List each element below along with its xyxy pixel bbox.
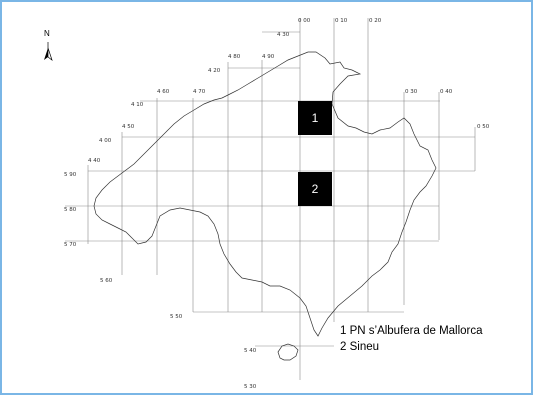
square-2-fill <box>298 172 332 206</box>
southern-islet-coastline <box>277 343 299 361</box>
tick-0-30: 0 30 <box>405 89 418 95</box>
tick-5-60: 5 60 <box>100 278 113 284</box>
coordinate-ticks: 0 00 0 10 0 20 0 30 0 40 0 50 4 30 4 20 … <box>64 18 490 390</box>
tick-5-80: 5 80 <box>64 207 77 213</box>
tick-4-50: 4 50 <box>122 124 135 130</box>
tick-5-40: 5 40 <box>244 348 257 354</box>
tick-4-20: 4 20 <box>208 68 221 74</box>
tick-4-70: 4 70 <box>193 89 206 95</box>
tick-5-90: 5 90 <box>64 172 77 178</box>
legend-item-2: 2 Sineu <box>340 341 380 353</box>
north-label: N <box>44 29 50 38</box>
north-arrow-icon <box>44 42 53 61</box>
tick-5-50: 5 50 <box>170 314 183 320</box>
tick-0-20: 0 20 <box>369 18 382 24</box>
tick-0-00: 0 00 <box>298 18 311 24</box>
square-2: 2 <box>298 172 332 206</box>
tick-0-40: 0 40 <box>440 89 453 95</box>
legend-item-1: 1 PN s’Albufera de Mallorca <box>340 325 483 337</box>
tick-4-90: 4 90 <box>262 54 275 60</box>
tick-4-00: 4 00 <box>99 138 112 144</box>
north-arrow-right-half <box>47 47 53 61</box>
map-legend: 1 PN s’Albufera de Mallorca 2 Sineu <box>340 323 483 355</box>
tick-4-60: 4 60 <box>157 89 170 95</box>
tick-4-80: 4 80 <box>228 54 241 60</box>
tick-0-50: 0 50 <box>477 124 490 130</box>
square-1-fill <box>298 101 332 135</box>
tick-5-70: 5 70 <box>64 242 77 248</box>
north-arrow-left-half <box>44 48 48 60</box>
square-1-label: 1 <box>312 111 319 125</box>
tick-5-30: 5 30 <box>244 384 257 390</box>
tick-0-10: 0 10 <box>335 18 348 24</box>
tick-4-10: 4 10 <box>131 102 144 108</box>
utm-grid <box>65 18 476 380</box>
island-coastline <box>93 51 437 337</box>
square-2-label: 2 <box>312 182 319 196</box>
tick-4-30: 4 30 <box>277 32 290 38</box>
square-1: 1 <box>298 101 332 135</box>
tick-4-40: 4 40 <box>88 158 101 164</box>
